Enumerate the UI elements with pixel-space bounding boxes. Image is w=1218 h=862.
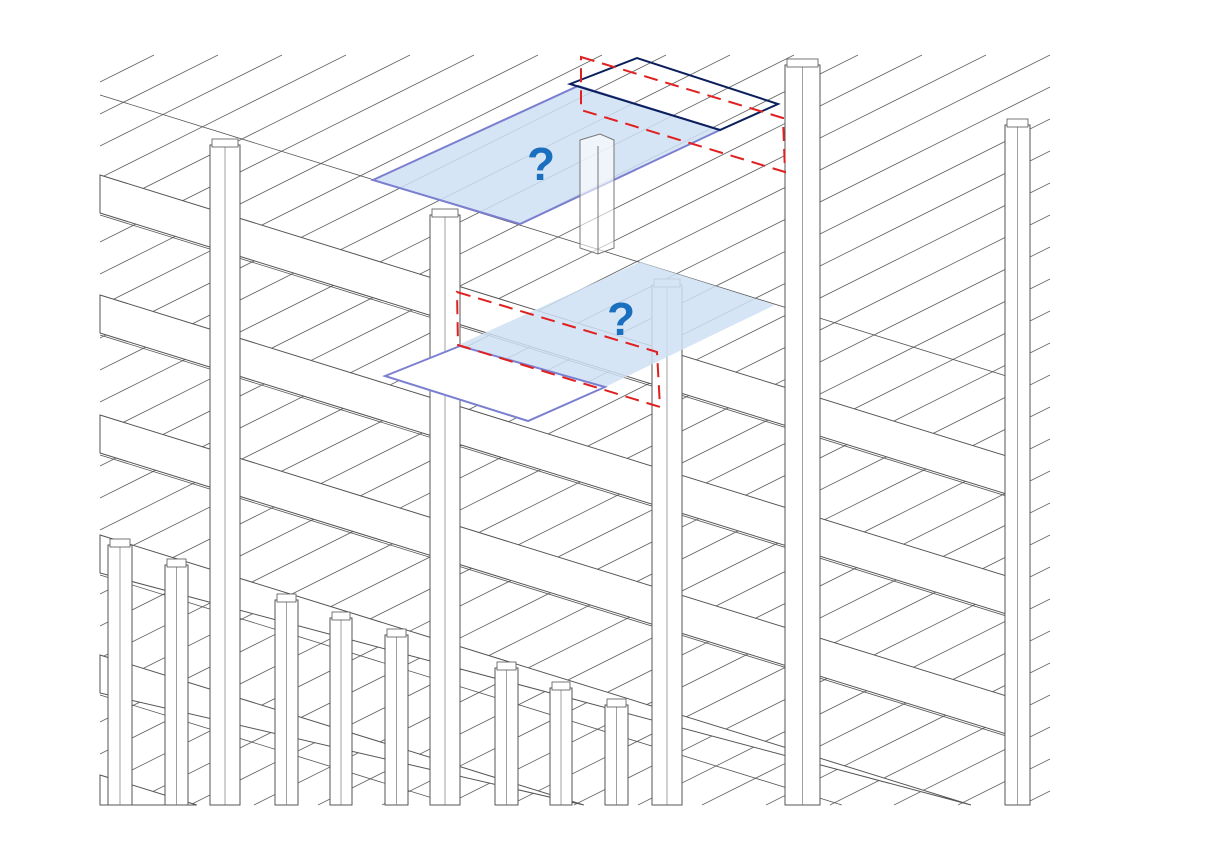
column-cap [551,681,571,691]
plank-line [99,182,1051,659]
column-cap [109,538,131,548]
column-cap [211,138,239,148]
plank-line [99,54,283,147]
plank-line [99,54,219,115]
floor-edge [99,334,1031,624]
plank-line [99,54,155,83]
plank-line [99,54,603,307]
plank-line [99,54,411,211]
plank-line [99,54,347,179]
upper-question-mark: ? [527,138,555,190]
upper-dashed-outline [580,55,787,174]
column-cap [606,698,627,708]
column-cap [386,628,407,638]
lower-dashed-outline [455,290,662,409]
plank-line [99,54,987,499]
column-cap [166,558,187,568]
plank-line [957,758,1051,806]
floor-beam [99,534,972,806]
columns [107,58,1031,806]
floor-edge [99,94,1031,384]
plank-line [99,246,1051,723]
post [579,133,615,255]
column-cap [1006,118,1029,128]
column-cap [431,208,459,218]
lower-question-mark: ? [607,293,635,345]
column-cap [331,611,351,621]
plank-line [701,630,1051,806]
floor-edge [99,454,1031,744]
lower-white-panel [382,344,608,423]
plank-line [637,598,1051,806]
column-cap [496,661,517,671]
column-cap [276,593,297,603]
plank-line [99,278,1051,755]
column-cap [786,58,819,68]
